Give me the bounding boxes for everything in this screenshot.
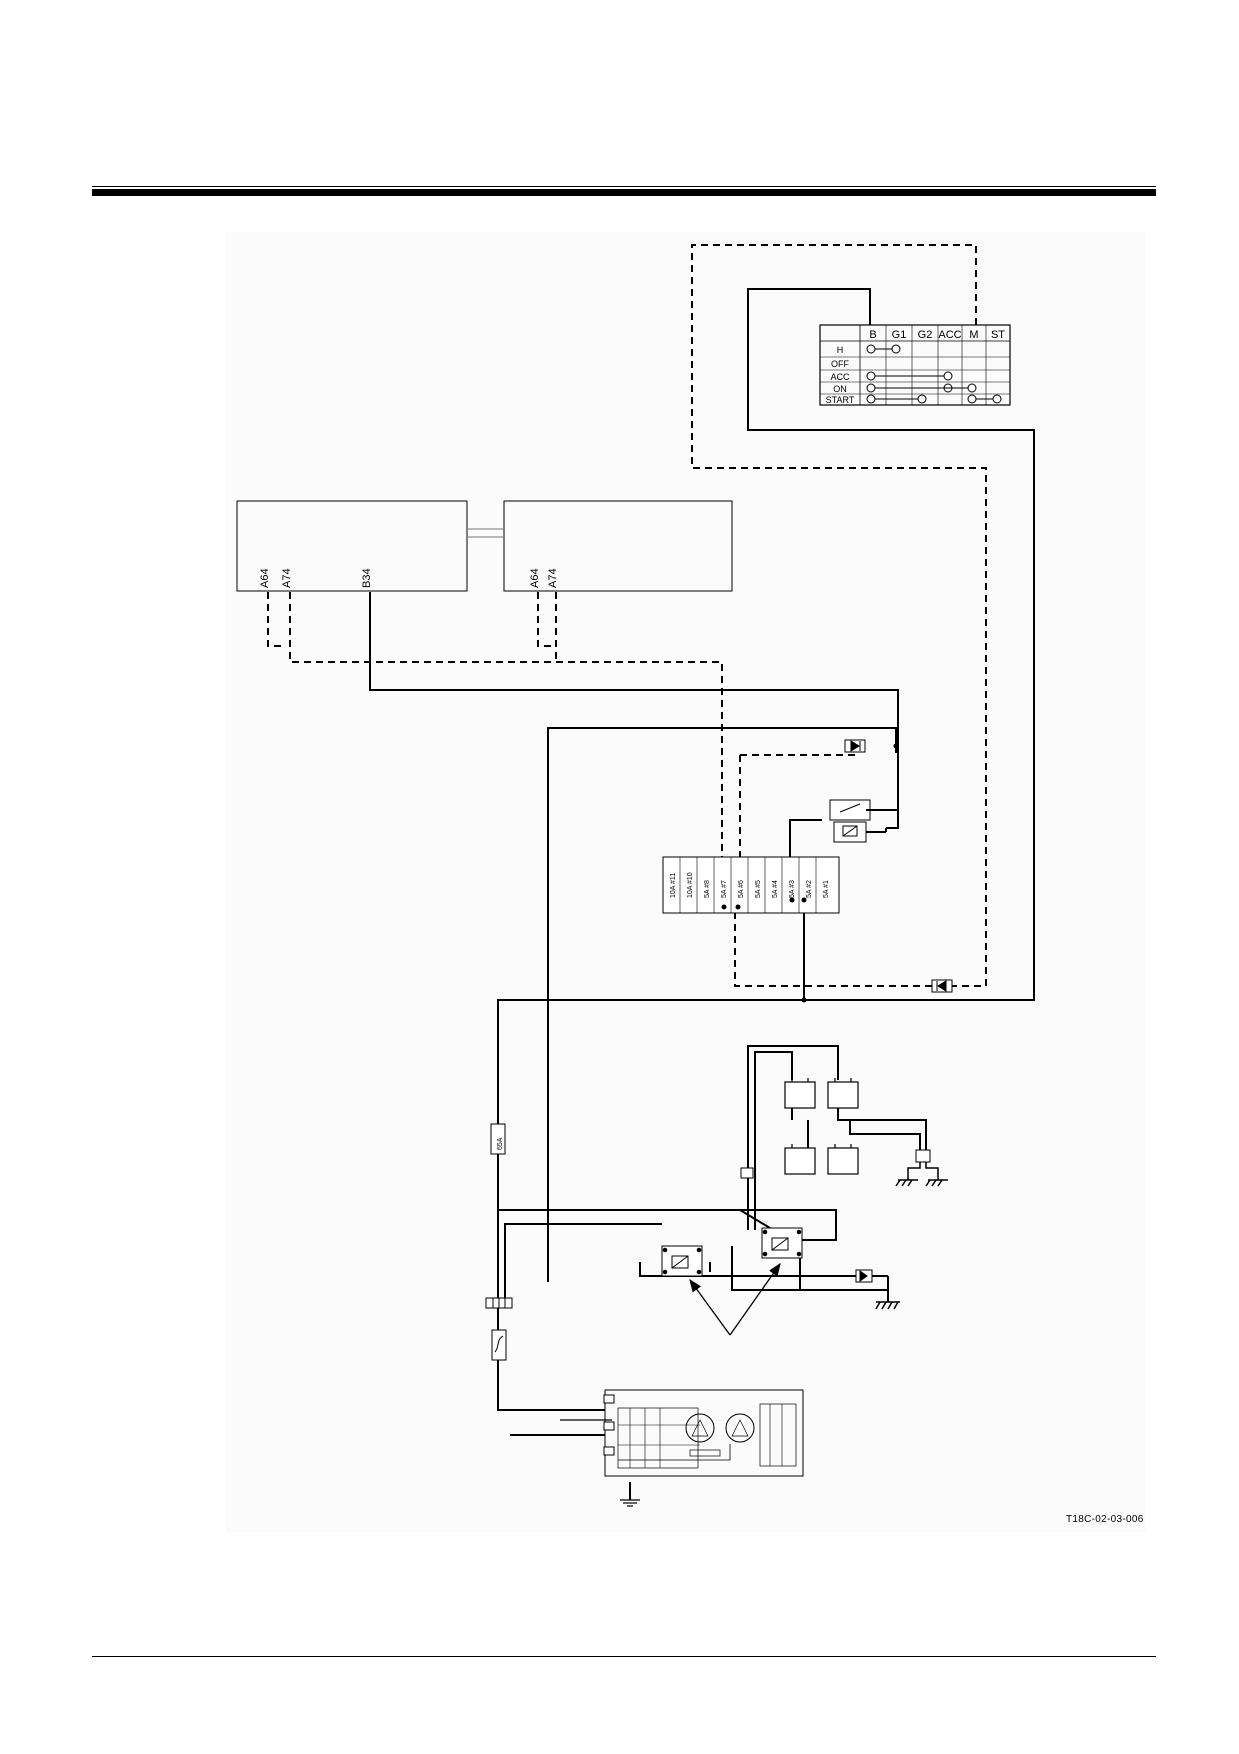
alternator-ground <box>620 1499 640 1507</box>
terminal-label: G1 <box>892 329 907 341</box>
battery-grounds <box>895 1160 948 1187</box>
diode-upper <box>844 739 866 753</box>
position-label: START <box>826 395 855 405</box>
battery <box>827 1081 859 1109</box>
fuse-label: 5A #5 <box>755 880 762 898</box>
batteries <box>784 1081 859 1175</box>
fuse-label: 5A #2 <box>806 880 813 898</box>
fuse-label: 5A #4 <box>772 880 779 898</box>
pin-label: A64 <box>529 568 541 588</box>
terminal-label: G2 <box>918 329 933 341</box>
fuse-label: 5A #1 <box>823 880 830 898</box>
fusible-link-label: 65A <box>497 1137 504 1150</box>
fuse-label: 10A #10 <box>687 872 694 898</box>
harness-connector <box>740 1167 754 1179</box>
harness-connector-lower <box>485 1297 513 1309</box>
fuse-label: 5A #3 <box>789 880 796 898</box>
pin-label: A74 <box>547 568 559 588</box>
terminal-label: ST <box>991 329 1005 341</box>
power-relay <box>829 799 898 843</box>
controller-right: A64 A74 <box>503 500 733 592</box>
diode-lower <box>931 979 953 993</box>
footer-rule <box>92 1656 1156 1657</box>
position-label: OFF <box>831 359 849 369</box>
key-switch <box>819 324 1011 406</box>
battery <box>784 1081 816 1109</box>
junction-dot <box>893 743 899 749</box>
header-rule-thin <box>92 186 1156 187</box>
pin-label: B34 <box>361 568 373 588</box>
junction-dot <box>801 997 807 1003</box>
controller-left: A64 A74 B34 <box>236 500 468 592</box>
fuse-box: 10A #11 10A #10 5A #8 5A #7 5A #6 5A #5 … <box>662 856 840 914</box>
alternator <box>560 1389 804 1477</box>
position-label: ON <box>833 384 847 394</box>
fuse-label: 5A #6 <box>738 880 745 898</box>
terminal-label: M <box>969 329 978 341</box>
key-switch-position-labels: H OFF ACC ON START <box>826 345 855 405</box>
terminal-label: ACC <box>938 329 961 341</box>
pin-label: A74 <box>281 568 293 588</box>
controller-link <box>467 528 504 538</box>
figure-code: T18C-02-03-006 <box>1066 1514 1144 1525</box>
key-switch-terminal-labels: B G1 G2 ACC M ST <box>869 329 1005 341</box>
terminal-label: B <box>869 329 876 341</box>
position-label: ACC <box>830 372 850 382</box>
battery <box>827 1147 859 1175</box>
ground-symbol <box>875 1301 900 1310</box>
fuse-label: 5A #7 <box>721 880 728 898</box>
key-switch-table <box>819 324 1011 406</box>
battery-terminals <box>791 1078 852 1148</box>
diode-ground <box>855 1269 873 1283</box>
pin-label: A64 <box>259 568 271 588</box>
position-label: H <box>837 345 844 355</box>
fuse-inline <box>491 1329 507 1361</box>
pointer-arrows <box>689 1262 781 1336</box>
battery-connector <box>915 1149 931 1163</box>
battery <box>784 1147 816 1175</box>
fuse-label: 10A #11 <box>670 873 677 898</box>
fuse-label: 5A #8 <box>704 880 711 898</box>
battery-relay-right <box>761 1227 803 1259</box>
header-rule-thick <box>92 189 1156 196</box>
battery-relay-left <box>661 1245 703 1277</box>
